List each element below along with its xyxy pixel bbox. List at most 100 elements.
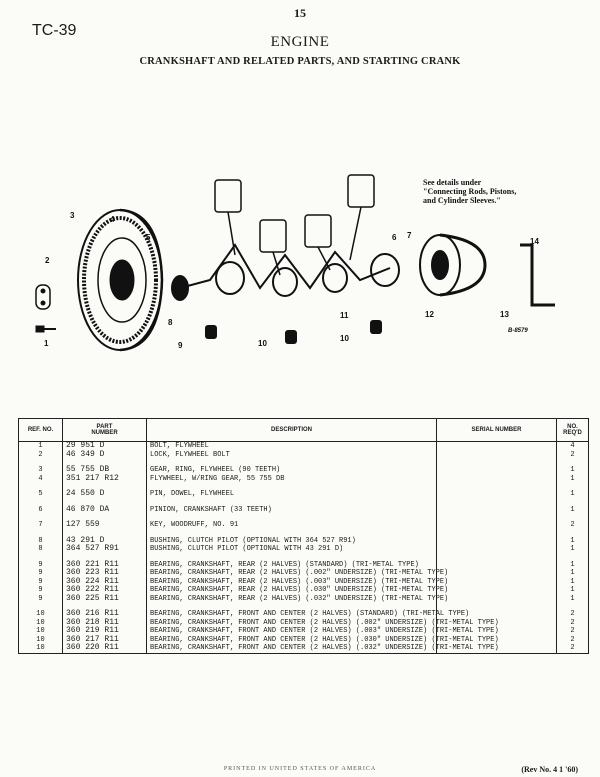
spacer-cell	[556, 553, 589, 561]
description-cell: BEARING, CRANKSHAFT, FRONT AND CENTER (2…	[146, 618, 499, 627]
header-serial-number: SERIAL NUMBER	[436, 418, 557, 442]
diagram-callouts: 1 2 3 4 5 6 7 8 9 10 10 10 11 12 13 14	[44, 211, 539, 350]
description-cell: KEY, WOODRUFF, NO. 91	[146, 521, 437, 530]
quantity-cell: 1	[556, 586, 589, 595]
quantity-cell: 1	[556, 536, 589, 545]
part-number-cell: 360 225 R11	[62, 594, 147, 603]
description-cell: BEARING, CRANKSHAFT, FRONT AND CENTER (2…	[146, 644, 499, 654]
callout-5: 5	[146, 233, 151, 242]
page-subtitle: CRANKSHAFT AND RELATED PARTS, AND STARTI…	[139, 56, 461, 67]
part-number-cell: 351 217 R12	[62, 474, 147, 483]
quantity-cell: 2	[556, 644, 589, 654]
header-part-number-line2: NUMBER	[91, 430, 118, 436]
description-cell: GEAR, RING, FLYWHEEL (90 TEETH)	[146, 466, 437, 475]
spacer-cell	[146, 483, 437, 490]
description-cell: BEARING, CRANKSHAFT, REAR (2 HALVES) (.0…	[146, 586, 448, 595]
quantity-cell: 1	[556, 560, 589, 569]
serial-number-cell	[436, 586, 557, 595]
ref-no-cell: 1	[18, 441, 63, 451]
ref-no-cell: 10	[18, 610, 63, 619]
description-cell: PIN, DOWEL, FLYWHEEL	[146, 490, 437, 499]
parts-table: REF. NO. PART NUMBER DESCRIPTION SERIAL …	[18, 418, 589, 654]
details-note: See details under "Connecting Rods, Pist…	[423, 178, 516, 205]
callout-10b: 10	[340, 334, 349, 343]
part-number-cell: 46 870 DA	[62, 505, 147, 514]
callout-14: 14	[530, 237, 539, 246]
ref-no-cell: 9	[18, 577, 63, 586]
header-part-number: PART NUMBER	[62, 418, 147, 442]
document-code: TC-39	[32, 22, 77, 39]
ref-no-cell: 3	[18, 466, 63, 475]
description-cell: FLYWHEEL, W/RING GEAR, 55 755 DB	[146, 474, 437, 483]
table-header-row: REF. NO. PART NUMBER DESCRIPTION SERIAL …	[18, 418, 589, 442]
serial-number-cell	[436, 505, 557, 514]
callout-1: 1	[44, 339, 49, 348]
description-cell: BEARING, CRANKSHAFT, FRONT AND CENTER (2…	[146, 635, 499, 644]
callout-10a: 10	[258, 339, 267, 348]
part-number-cell: 24 550 D	[62, 489, 147, 499]
revision-number: (Rev No. 4 1 '60)	[521, 765, 578, 774]
ref-no-cell: 9	[18, 560, 63, 569]
spacer-cell	[18, 498, 63, 506]
quantity-cell: 2	[556, 610, 589, 619]
starting-crank-drawing	[520, 243, 555, 307]
quantity-cell: 2	[556, 635, 589, 644]
quantity-cell: 4	[556, 441, 589, 451]
description-cell: LOCK, FLYWHEEL BOLT	[146, 450, 437, 459]
callout-8: 8	[168, 318, 173, 327]
serial-number-cell	[436, 569, 557, 578]
description-cell: BEARING, CRANKSHAFT, REAR (2 HALVES) (.0…	[146, 594, 448, 603]
header-description: DESCRIPTION	[146, 418, 437, 442]
page-number: 15	[294, 6, 306, 20]
spacer-cell	[18, 514, 63, 521]
quantity-cell: 1	[556, 569, 589, 578]
spacer-cell	[146, 459, 437, 466]
table-spacer-row	[18, 498, 589, 506]
spacer-cell	[436, 514, 557, 521]
part-number-cell: 364 527 R91	[62, 544, 147, 554]
ref-no-cell: 5	[18, 490, 63, 499]
description-cell: BEARING, CRANKSHAFT, REAR (2 HALVES) (ST…	[146, 560, 437, 569]
ref-no-cell: 10	[18, 627, 63, 636]
table-spacer-row	[18, 483, 589, 490]
serial-number-cell	[436, 594, 557, 603]
crankshaft-exploded-diagram: 1 2 3 4 5 6 7 8 9 10 10 10 11 12 13 14 S…	[35, 174, 555, 352]
ref-no-cell: 8	[18, 536, 63, 545]
description-cell: BEARING, CRANKSHAFT, FRONT AND CENTER (2…	[146, 610, 469, 619]
header-part-number-line1: PART	[96, 424, 113, 430]
spacer-cell	[18, 529, 63, 537]
description-cell: BEARING, CRANKSHAFT, FRONT AND CENTER (2…	[146, 627, 499, 636]
spacer-cell	[556, 529, 589, 537]
part-number-cell: 360 220 R11	[62, 643, 147, 654]
serial-number-cell	[436, 490, 557, 499]
serial-number-cell	[436, 560, 557, 569]
description-cell: BUSHING, CLUTCH PILOT (OPTIONAL WITH 43 …	[146, 545, 437, 554]
table-spacer-row	[18, 529, 589, 537]
ref-no-cell: 10	[18, 635, 63, 644]
spacer-cell	[556, 483, 589, 490]
section-title: ENGINE	[270, 34, 330, 50]
spacer-cell	[556, 603, 589, 610]
note-line-1: See details under	[423, 178, 482, 187]
ref-no-cell: 10	[18, 644, 63, 654]
callout-11: 11	[340, 311, 349, 320]
ref-no-cell: 8	[18, 545, 63, 554]
quantity-cell: 2	[556, 627, 589, 636]
quantity-cell: 1	[556, 490, 589, 499]
spacer-cell	[436, 459, 557, 466]
header-req-line1: NO.	[567, 424, 578, 430]
spacer-cell	[146, 553, 437, 561]
spacer-cell	[146, 529, 437, 537]
